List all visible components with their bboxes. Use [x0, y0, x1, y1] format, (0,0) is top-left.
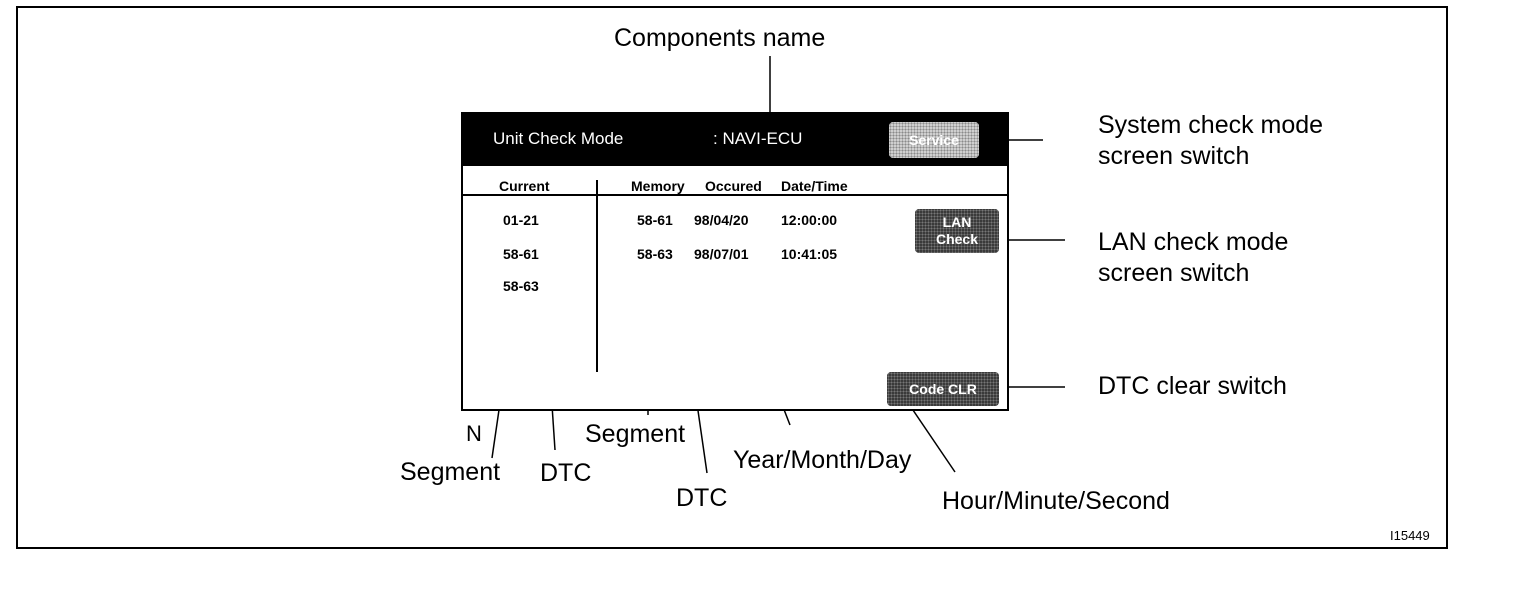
unit-name: : NAVI-ECU — [713, 129, 803, 148]
n-label: N — [466, 421, 482, 446]
memory-time: 12:00:00 — [781, 212, 838, 228]
col-memory: Memory — [631, 178, 685, 194]
memory-code: 58-61 — [637, 212, 673, 228]
unit-check-screen: Unit Check Mode : NAVI-ECU Service Curre… — [461, 112, 1009, 411]
lan-check-button-line1: LAN — [942, 214, 972, 230]
system-check-label-line2: screen switch — [1098, 142, 1250, 170]
code-clr-button[interactable]: Code CLR — [887, 372, 999, 406]
segment-mid-label: Segment — [585, 420, 686, 448]
dtc-left-label: DTC — [540, 459, 592, 487]
lan-check-button[interactable]: LAN Check — [915, 209, 999, 253]
memory-date: 98/04/20 — [694, 212, 749, 228]
screen-header: Unit Check Mode : NAVI-ECU Service — [463, 114, 1007, 166]
figure-id: I15449 — [1390, 528, 1430, 543]
system-check-label-line1: System check mode — [1098, 111, 1324, 139]
column-divider — [596, 180, 598, 372]
memory-code: 58-63 — [637, 246, 673, 262]
memory-time: 10:41:05 — [781, 246, 838, 262]
current-code: 58-61 — [503, 246, 539, 262]
service-button[interactable]: Service — [889, 122, 979, 158]
screen-title: Unit Check Mode — [493, 129, 624, 148]
dtc-clear-label: DTC clear switch — [1098, 372, 1287, 400]
segment-left-label: Segment — [400, 458, 501, 486]
header-rule — [463, 194, 1007, 196]
lan-check-label-line2: screen switch — [1098, 259, 1250, 287]
figure-frame — [16, 6, 1448, 549]
ymd-label: Year/Month/Day — [733, 446, 912, 474]
dtc-mid-label: DTC — [676, 484, 728, 512]
lan-check-label-line1: LAN check mode — [1098, 228, 1289, 256]
col-current: Current — [499, 178, 550, 194]
col-datetime: Date/Time — [781, 178, 848, 194]
lan-check-button-line2: Check — [935, 231, 979, 247]
col-occured: Occured — [705, 178, 762, 194]
components-name-label: Components name — [614, 24, 826, 52]
hms-label: Hour/Minute/Second — [942, 487, 1170, 515]
memory-date: 98/07/01 — [694, 246, 749, 262]
current-code: 01-21 — [503, 212, 539, 228]
current-code: 58-63 — [503, 278, 539, 294]
